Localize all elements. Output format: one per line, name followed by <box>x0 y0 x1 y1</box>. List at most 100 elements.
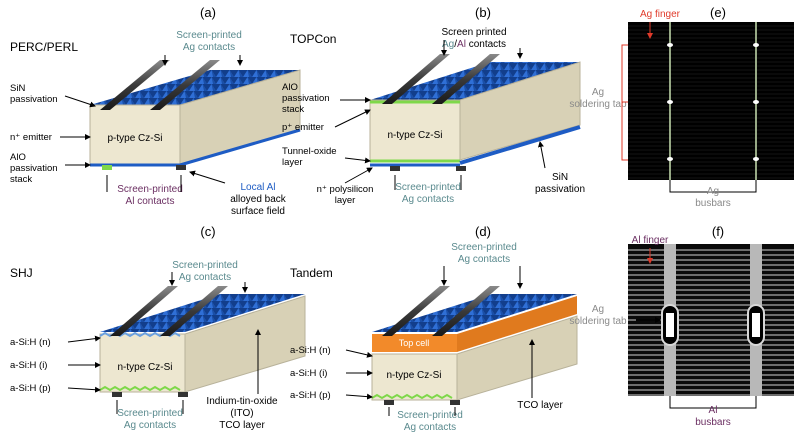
panel-c-rear-contact-1 <box>112 392 122 397</box>
panel-d-top-cell-front <box>372 334 457 352</box>
panel-d-tco: TCO layer <box>517 400 563 411</box>
panel-c-body-label: n-type Cz-Si <box>117 362 172 373</box>
panel-e-pad-3 <box>667 100 673 104</box>
panel-c-ito-3: TCO layer <box>219 420 265 431</box>
panel-b-contact-bar-1 <box>382 54 450 104</box>
panel-c-side-face <box>184 295 306 393</box>
panel-b-bottom-1: Screen-printed <box>395 182 461 193</box>
panel-c-texture-top <box>100 294 305 332</box>
panel-b-arrow-tunnel <box>344 157 371 164</box>
panel-b-sin-2: passivation <box>535 184 585 195</box>
panel-b-bottom-2: Ag contacts <box>402 194 454 205</box>
panel-c-rear-layers <box>99 385 181 392</box>
panel-b-rear-contact-1 <box>390 166 400 171</box>
panel-a-local-1: Local Al <box>240 182 275 193</box>
panel-d-rear-contact-2 <box>450 400 460 405</box>
panel-c-arrow-p <box>67 386 101 393</box>
panel-b-side-face <box>459 61 581 161</box>
panel-b-arrow-poly <box>344 167 373 184</box>
panel-c-arrow-n <box>67 335 101 343</box>
panel-d-side-face <box>456 315 578 401</box>
panel-d-rear-contact-1 <box>384 400 394 405</box>
panel-a-arrow-sin <box>64 95 96 108</box>
panel-d-top-cell-label: Top cell <box>399 338 430 348</box>
panel-b-bottom-brackets <box>394 175 462 190</box>
panel-a-al-contact-2 <box>176 165 186 170</box>
panel-c-ito-2: (ITO) <box>230 408 253 419</box>
panel-b-top-1: Screen printed <box>441 27 506 38</box>
panel-d-top-cell-side <box>457 296 577 352</box>
panel-b-top-2: Ag/Al contacts <box>442 39 506 50</box>
panel-a-top-contacts-1: Screen-printed <box>176 30 242 41</box>
panel-a-texture-top <box>90 70 300 105</box>
panel-c: (c) SHJ n-type Cz-Si Screen-printed Ag c… <box>10 224 306 431</box>
panel-b-rear-contact-2 <box>456 166 466 171</box>
panel-c-bottom-brackets <box>116 400 184 414</box>
panel-b-alox-3: stack <box>282 104 304 115</box>
panel-d-contact-bar-2 <box>432 286 500 336</box>
panel-a-arrow-local <box>189 170 226 184</box>
panel-f: (f) Al finger Ag soldering tab Al busbar… <box>569 224 794 428</box>
panel-d-asi-p: a-Si:H (p) <box>290 390 331 401</box>
panel-c-letter: (c) <box>200 224 215 239</box>
panel-d-bottom-1: Screen-printed <box>397 410 463 421</box>
panel-c-title: SHJ <box>10 266 33 280</box>
panel-e-pad-1 <box>667 43 673 47</box>
panel-e-fingers <box>628 25 794 179</box>
panel-b: (b) TOPCon n-type Cz-Si Screen printed A… <box>282 5 585 206</box>
panel-e-tab-2: soldering tab <box>569 99 627 110</box>
panel-d-asi-n: a-Si:H (n) <box>290 345 331 356</box>
panel-a-alox-3: stack <box>10 174 32 185</box>
panel-c-bottom-1: Screen-printed <box>117 408 183 419</box>
panel-f-tab-inner-1 <box>666 313 674 337</box>
panel-e: (e) Ag finger Ag soldering tab Ag busbar… <box>569 5 794 209</box>
panel-a-al-contact-1 <box>102 165 112 170</box>
panel-a: (a) PERC/PERL p-type Cz-Si Screen-printe… <box>10 5 301 217</box>
panel-e-pad-5 <box>667 157 673 161</box>
panel-c-ito-1: Indium-tin-oxide <box>206 396 278 407</box>
panel-a-contact-bar-1 <box>100 60 170 110</box>
panel-f-letter: (f) <box>712 224 724 239</box>
panel-d-top-1: Screen-printed <box>451 242 517 253</box>
panel-d-asi-i: a-Si:H (i) <box>290 368 327 379</box>
panel-b-sin-layer-side <box>459 125 581 165</box>
panel-d-top-2: Ag contacts <box>458 254 510 265</box>
panel-b-texture-top <box>370 62 580 100</box>
panel-d-contact-bar-1 <box>382 286 450 336</box>
panel-b-sin-1: SiN <box>552 172 568 183</box>
panel-f-busbar-bracket <box>669 396 757 409</box>
panel-b-poly-1: n⁺ polysilicon <box>317 184 374 195</box>
panel-f-finger-label: Al finger <box>632 235 669 246</box>
panel-a-sin-2: passivation <box>10 94 58 105</box>
panel-a-body-label: p-type Cz-Si <box>107 133 162 144</box>
panel-c-top-1: Screen-printed <box>172 260 238 271</box>
panel-a-bottom-2: Al contacts <box>126 196 175 207</box>
panel-b-arrow-emitter <box>334 109 371 128</box>
panel-d-letter: (d) <box>475 224 491 239</box>
panel-b-poly-2: layer <box>335 195 356 206</box>
panel-a-bottom-1: Screen-printed <box>117 184 183 195</box>
panel-a-local-2: alloyed back <box>230 194 287 205</box>
panel-e-pad-2 <box>753 43 759 47</box>
panel-f-tab-1: Ag <box>592 304 604 315</box>
panel-b-emitter: p⁺ emitter <box>282 122 324 133</box>
panel-a-alox-1: AlO <box>10 152 26 163</box>
panel-c-top-2: Ag contacts <box>179 272 231 283</box>
panel-e-finger-label: Ag finger <box>640 9 681 20</box>
panel-b-title: TOPCon <box>290 32 336 46</box>
panel-f-bus-2: busbars <box>695 417 731 428</box>
panel-a-rear-layer-side <box>179 128 301 167</box>
panel-f-bus-1: Al <box>709 405 718 416</box>
panel-e-tab-bracket <box>621 44 628 161</box>
panel-a-bottom-brackets <box>106 175 182 192</box>
panel-c-contact-bar-1 <box>110 286 178 336</box>
panel-e-pad-4 <box>753 100 759 104</box>
panel-b-tunnel-1: Tunnel-oxide <box>282 146 337 157</box>
panel-c-rear-contact-2 <box>178 392 188 397</box>
panel-f-tab-inner-2 <box>752 313 760 337</box>
panel-d-title: Tandem <box>290 266 333 280</box>
panel-e-tab-1: Ag <box>592 87 604 98</box>
panel-b-alox-2: passivation <box>282 93 330 104</box>
panel-b-body-label: n-type Cz-Si <box>387 130 442 141</box>
